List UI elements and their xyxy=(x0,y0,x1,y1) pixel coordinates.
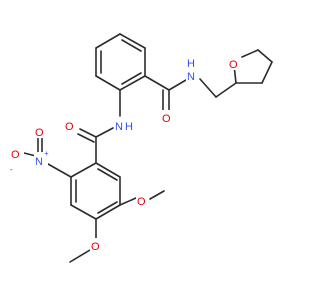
bond xyxy=(79,128,97,138)
bond xyxy=(95,162,121,178)
bond xyxy=(121,72,142,85)
bond xyxy=(95,33,121,49)
bond xyxy=(215,82,237,98)
atom-nitrogen: N xyxy=(115,121,123,133)
bond xyxy=(149,190,165,200)
bonds xyxy=(19,33,273,263)
bond xyxy=(261,61,273,84)
bond xyxy=(199,78,217,98)
molecule-structure: O N H O O N H N + O - O O O xyxy=(10,33,273,263)
charge-minus: - xyxy=(10,165,13,174)
atom-hydrogen: H xyxy=(187,58,195,70)
bond xyxy=(95,127,114,138)
molecule-canvas: O N H O O N H N + O - O O O xyxy=(10,33,273,263)
atom-oxygen: O xyxy=(65,121,74,133)
bond xyxy=(95,204,121,220)
bond xyxy=(77,133,95,143)
bond xyxy=(168,79,187,91)
bond xyxy=(144,75,170,91)
atom-hydrogen: H xyxy=(125,121,133,133)
atom-oxygen: O xyxy=(162,113,171,125)
bond xyxy=(95,75,121,91)
atom-nitrogen: N xyxy=(187,71,195,83)
atom-labels: O N H O O N H N + O - O O O xyxy=(10,56,240,253)
atom-oxygen: O xyxy=(137,196,146,208)
charge-plus: + xyxy=(44,149,49,158)
bond xyxy=(70,162,97,178)
bond xyxy=(121,39,142,52)
atom-oxygen: O xyxy=(35,127,44,139)
atom-oxygen: O xyxy=(229,59,238,71)
bond xyxy=(47,163,72,178)
atom-oxygen: O xyxy=(11,149,20,161)
bond xyxy=(241,49,259,58)
bond xyxy=(119,75,146,91)
bond xyxy=(257,49,273,63)
atom-nitrogen: N xyxy=(35,156,43,168)
bond xyxy=(119,197,137,206)
bond xyxy=(69,249,91,263)
bond xyxy=(70,204,97,220)
bond xyxy=(119,33,146,49)
bond xyxy=(97,168,118,181)
bond xyxy=(97,201,118,214)
atom-oxygen: O xyxy=(91,241,100,253)
